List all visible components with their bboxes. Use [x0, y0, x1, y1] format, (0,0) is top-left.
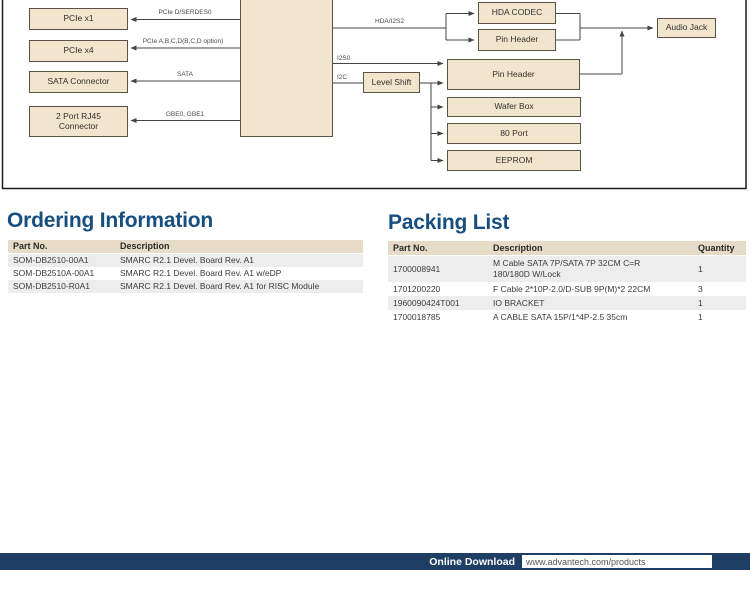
- table-row: 1960090424T001 IO BRACKET 1: [388, 296, 746, 310]
- column-header-quantity: Quantity: [698, 242, 735, 253]
- block-pin-header-top: Pin Header: [478, 29, 556, 51]
- table-header-row: Part No. Description Quantity: [388, 241, 746, 256]
- table-row: SOM-DB2510-00A1 SMARC R2.1 Devel. Board …: [8, 254, 363, 267]
- block-rj45-connector: 2 Port RJ45 Connector: [29, 106, 128, 137]
- table-row: 1700008941 M Cable SATA 7P/SATA 7P 32CM …: [388, 256, 746, 282]
- block-label: SATA Connector: [47, 76, 110, 87]
- description-cell: SMARC R2.1 Devel. Board Rev. A1 for RISC…: [120, 281, 320, 291]
- part-no-cell: SOM-DB2510-R0A1: [13, 281, 91, 291]
- table-header-row: Part No. Description: [8, 240, 363, 254]
- column-header-description: Description: [120, 241, 170, 251]
- quantity-cell: 1: [698, 311, 703, 322]
- diagram-connectors: [1, 0, 747, 190]
- online-download-url[interactable]: www.advantech.com/products: [522, 555, 712, 568]
- block-pcie-x4: PCIe x4: [29, 40, 128, 62]
- block-hda-codec: HDA CODEC: [478, 2, 556, 24]
- block-pcie-x1: PCIe x1: [29, 8, 128, 30]
- diagram-frame: [1, 0, 747, 190]
- block-label: Pin Header: [495, 34, 539, 45]
- block-label: Pin Header: [492, 68, 535, 79]
- part-no-cell: 1700018785: [393, 311, 441, 322]
- part-no-cell: SOM-DB2510A-00A1: [13, 268, 95, 278]
- part-no-cell: 1700008941: [393, 263, 441, 274]
- part-no-cell: 1701200220: [393, 283, 441, 294]
- ordering-information-title: Ordering Information: [7, 209, 214, 232]
- bus-label-pcie-abcd: PCIe A,B,C,D(B,C,D option): [142, 38, 224, 45]
- table-row: 1701200220 F Cable 2*10P-2.0/D-SUB 9P(M)…: [388, 282, 746, 296]
- description-cell: A CABLE SATA 15P/1*4P-2.5 35cm: [493, 311, 628, 322]
- block-label: PCIe x1: [63, 13, 94, 24]
- bus-label-sata: SATA: [176, 71, 193, 78]
- block-level-shift: Level Shift: [363, 72, 420, 93]
- block-label: PCIe x4: [63, 45, 94, 56]
- description-cell: SMARC R2.1 Devel. Board Rev. A1 w/eDP: [120, 268, 282, 278]
- block-sata-connector: SATA Connector: [29, 71, 128, 93]
- table-row: SOM-DB2510A-00A1 SMARC R2.1 Devel. Board…: [8, 267, 363, 280]
- bus-label-gbe: GBE0, GBE1: [165, 111, 205, 118]
- part-no-cell: 1960090424T001: [393, 297, 460, 308]
- carrier-block: [240, 0, 333, 137]
- description-cell: F Cable 2*10P-2.0/D-SUB 9P(M)*2 22CM: [493, 283, 651, 294]
- bus-label-hda-i2s2: HDA/I2S2: [375, 18, 404, 25]
- bus-label-i2c: I2C: [337, 74, 348, 81]
- table-row: SOM-DB2510-R0A1 SMARC R2.1 Devel. Board …: [8, 280, 363, 293]
- description-cell: SMARC R2.1 Devel. Board Rev. A1: [120, 255, 255, 265]
- ordering-information-table: Part No. Description SOM-DB2510-00A1 SMA…: [8, 240, 363, 293]
- quantity-cell: 1: [698, 297, 703, 308]
- description-cell: IO BRACKET: [493, 297, 545, 308]
- block-label: Level Shift: [371, 76, 412, 87]
- block-label: 2 Port RJ45 Connector: [56, 111, 101, 131]
- block-audio-jack: Audio Jack: [657, 18, 716, 38]
- column-header-part-no: Part No.: [13, 241, 48, 251]
- online-download-label: Online Download: [429, 555, 515, 568]
- block-label: HDA CODEC: [491, 7, 543, 18]
- packing-list-title: Packing List: [388, 211, 510, 234]
- quantity-cell: 3: [698, 283, 703, 294]
- description-cell: M Cable SATA 7P/SATA 7P 32CM C=R 180/180…: [493, 258, 641, 279]
- part-no-cell: SOM-DB2510-00A1: [13, 255, 89, 265]
- column-header-description: Description: [493, 242, 543, 253]
- block-pin-header-main: Pin Header: [447, 59, 580, 90]
- table-row: 1700018785 A CABLE SATA 15P/1*4P-2.5 35c…: [388, 310, 746, 324]
- block-label: Wafer Box: [494, 101, 534, 112]
- block-wafer-box: Wafer Box: [447, 97, 581, 117]
- block-80-port: 80 Port: [447, 123, 581, 144]
- column-header-part-no: Part No.: [393, 242, 428, 253]
- bus-label-pcie-d: PCIe D/SERDES0: [158, 9, 212, 16]
- block-label: EEPROM: [495, 154, 533, 165]
- block-eeprom: EEPROM: [447, 150, 581, 171]
- packing-list-table: Part No. Description Quantity 1700008941…: [388, 241, 746, 324]
- block-label: 80 Port: [500, 127, 528, 138]
- footer-bar: Online Download www.advantech.com/produc…: [0, 553, 750, 570]
- block-label: Audio Jack: [665, 22, 708, 33]
- bus-label-i2s0: I2S0: [337, 55, 351, 62]
- quantity-cell: 1: [698, 263, 703, 274]
